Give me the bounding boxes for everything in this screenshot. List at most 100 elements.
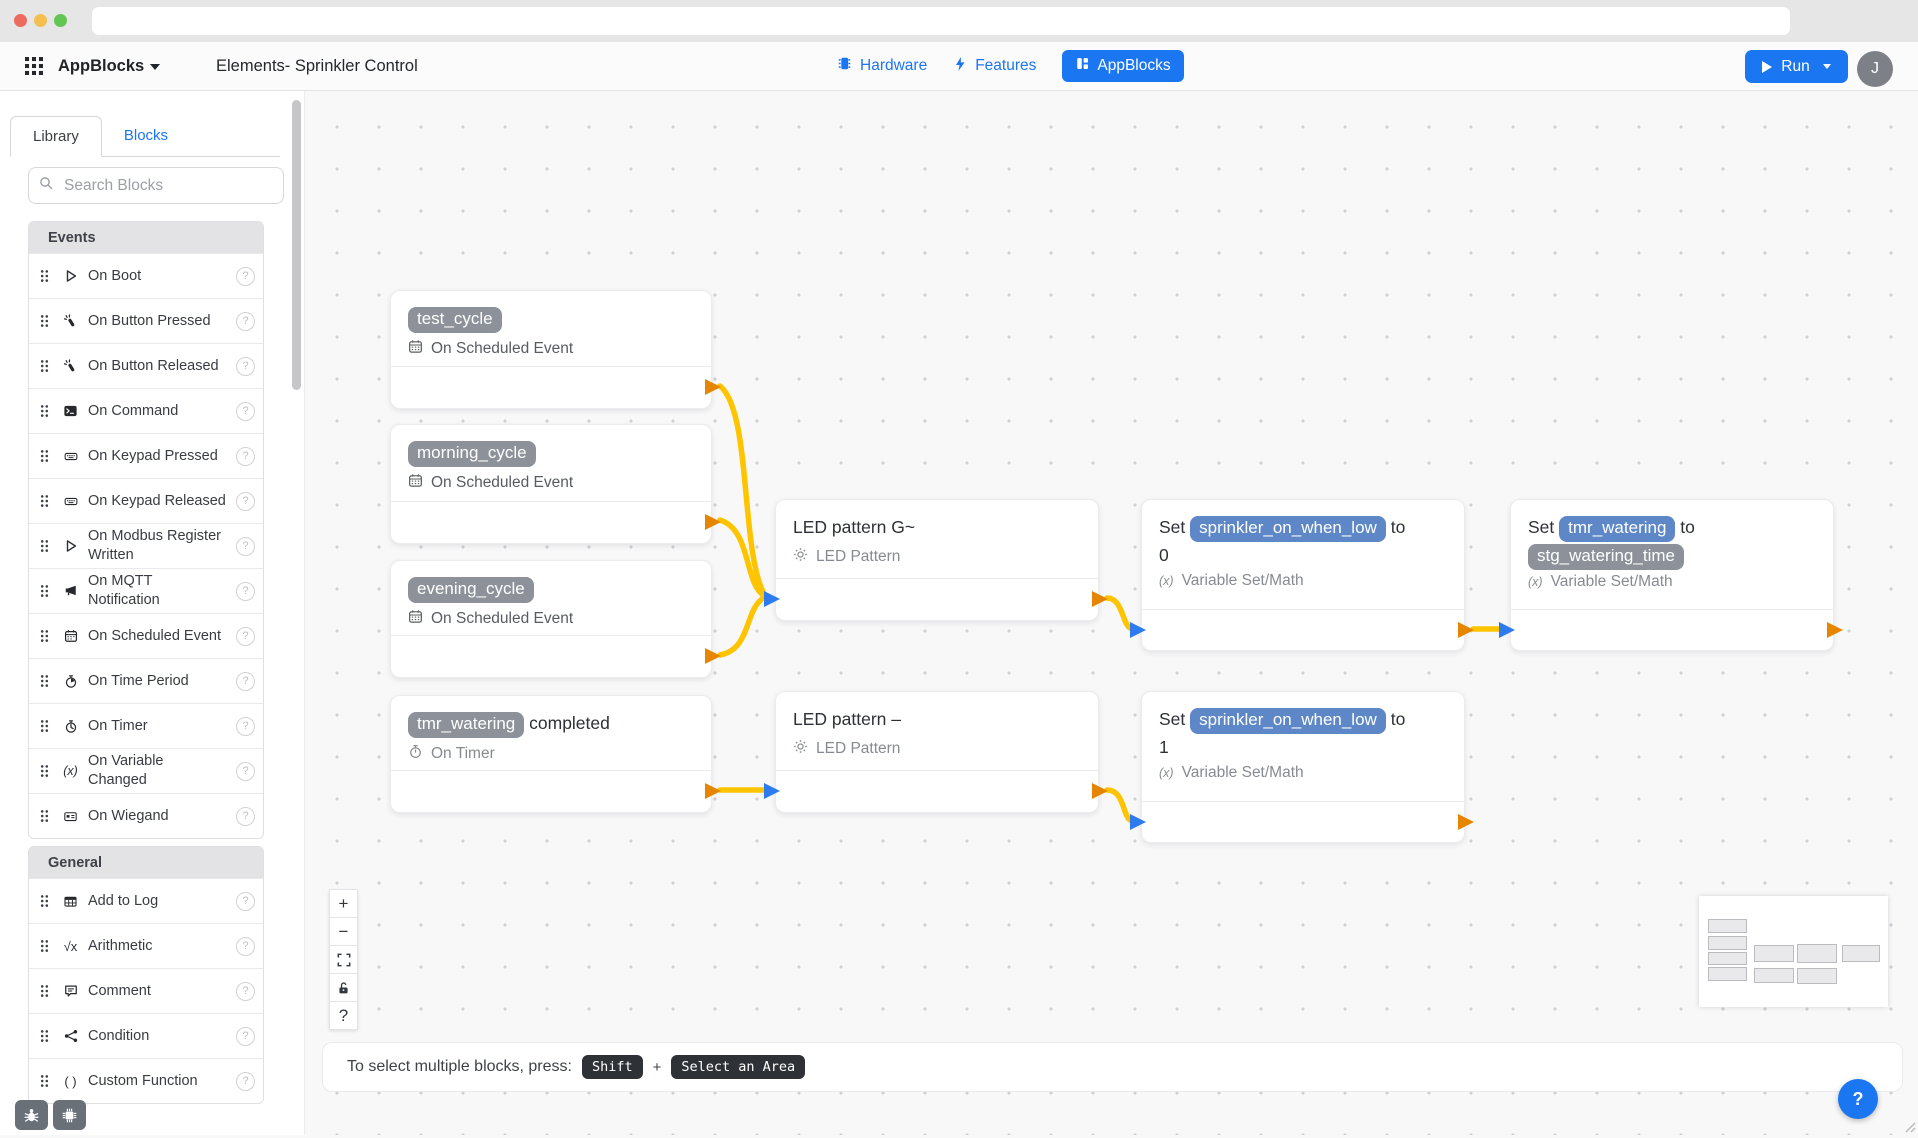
library-block-item[interactable]: On MQTT Notification?	[29, 568, 263, 613]
input-port[interactable]	[1130, 622, 1146, 638]
library-block-item[interactable]: On Command?	[29, 388, 263, 433]
drag-handle-icon[interactable]	[39, 448, 51, 464]
library-block-item[interactable]: On Button Released?	[29, 343, 263, 388]
library-block-item[interactable]: Comment?	[29, 968, 263, 1013]
drag-handle-icon[interactable]	[39, 358, 51, 374]
drag-handle-icon[interactable]	[39, 268, 51, 284]
block-evening-cycle[interactable]: evening_cycle On Scheduled Event	[390, 560, 712, 678]
app-launcher-icon[interactable]	[22, 42, 46, 90]
help-circle-icon[interactable]: ?	[236, 582, 255, 601]
block-set-tmr-watering[interactable]: Set tmr_watering to stg_watering_time (x…	[1510, 499, 1834, 651]
block-test-cycle[interactable]: test_cycle On Scheduled Event	[390, 290, 712, 409]
nav-appblocks[interactable]: AppBlocks	[1062, 50, 1183, 82]
drag-handle-icon[interactable]	[39, 1073, 51, 1089]
help-circle-icon[interactable]: ?	[236, 807, 255, 826]
help-circle-icon[interactable]: ?	[236, 357, 255, 376]
output-port[interactable]	[1458, 622, 1474, 638]
help-circle-icon[interactable]: ?	[236, 267, 255, 286]
input-port[interactable]	[1499, 622, 1515, 638]
help-circle-icon[interactable]: ?	[236, 537, 255, 556]
drag-handle-icon[interactable]	[39, 893, 51, 909]
help-circle-icon[interactable]: ?	[236, 892, 255, 911]
output-port[interactable]	[705, 379, 721, 395]
help-circle-icon[interactable]: ?	[236, 717, 255, 736]
help-circle-icon[interactable]: ?	[236, 1027, 255, 1046]
nav-hardware[interactable]: Hardware	[836, 55, 927, 77]
library-block-item[interactable]: On Modbus Register Written?	[29, 523, 263, 568]
library-block-item[interactable]: On Timer?	[29, 703, 263, 748]
drag-handle-icon[interactable]	[39, 628, 51, 644]
address-bar[interactable]	[92, 7, 1790, 35]
drag-handle-icon[interactable]	[39, 808, 51, 824]
help-circle-icon[interactable]: ?	[236, 402, 255, 421]
drag-handle-icon[interactable]	[39, 763, 51, 779]
resize-grip[interactable]	[1902, 1119, 1916, 1133]
fit-view-button[interactable]	[329, 945, 358, 974]
block-led-pattern-g[interactable]: LED pattern G~ LED Pattern	[775, 499, 1099, 621]
canvas-help-button[interactable]: ?	[329, 1001, 358, 1030]
help-circle-icon[interactable]: ?	[236, 937, 255, 956]
drag-handle-icon[interactable]	[39, 1028, 51, 1044]
library-block-item[interactable]: ( )Custom Function?	[29, 1058, 263, 1103]
output-port[interactable]	[1092, 591, 1108, 607]
block-set-sprinkler-low-1[interactable]: Set sprinkler_on_when_low to 1 (x)Variab…	[1141, 691, 1465, 843]
library-block-item[interactable]: On Keypad Pressed?	[29, 433, 263, 478]
input-port[interactable]	[1130, 814, 1146, 830]
output-port[interactable]	[705, 648, 721, 664]
close-window-button[interactable]	[14, 14, 27, 27]
drag-handle-icon[interactable]	[39, 673, 51, 689]
library-block-item[interactable]: On Keypad Released?	[29, 478, 263, 523]
help-circle-icon[interactable]: ?	[236, 762, 255, 781]
drag-handle-icon[interactable]	[39, 493, 51, 509]
help-circle-icon[interactable]: ?	[236, 447, 255, 466]
drag-handle-icon[interactable]	[39, 583, 51, 599]
drag-handle-icon[interactable]	[39, 313, 51, 329]
input-port[interactable]	[764, 783, 780, 799]
drag-handle-icon[interactable]	[39, 718, 51, 734]
help-circle-icon[interactable]: ?	[236, 312, 255, 331]
nav-features[interactable]: Features	[953, 56, 1036, 77]
drag-handle-icon[interactable]	[39, 938, 51, 954]
library-block-item[interactable]: (x)On Variable Changed?	[29, 748, 263, 793]
output-port[interactable]	[705, 514, 721, 530]
help-circle-icon[interactable]: ?	[236, 627, 255, 646]
zoom-out-button[interactable]: −	[329, 917, 358, 946]
output-port[interactable]	[1827, 622, 1843, 638]
help-fab-button[interactable]: ?	[1838, 1079, 1878, 1119]
library-block-item[interactable]: √xArithmetic?	[29, 923, 263, 968]
maximize-window-button[interactable]	[54, 14, 67, 27]
library-block-item[interactable]: On Time Period?	[29, 658, 263, 703]
library-block-item[interactable]: Condition?	[29, 1013, 263, 1058]
input-port[interactable]	[764, 591, 780, 607]
help-circle-icon[interactable]: ?	[236, 672, 255, 691]
output-port[interactable]	[1458, 814, 1474, 830]
help-circle-icon[interactable]: ?	[236, 492, 255, 511]
minimize-window-button[interactable]	[34, 14, 47, 27]
sidebar-scrollbar[interactable]	[292, 100, 301, 390]
lock-toggle-button[interactable]	[329, 973, 358, 1002]
user-avatar[interactable]: J	[1857, 51, 1893, 87]
library-block-item[interactable]: Add to Log?	[29, 878, 263, 923]
search-input[interactable]	[62, 176, 273, 196]
tab-library[interactable]: Library	[10, 116, 102, 157]
zoom-in-button[interactable]: +	[329, 889, 358, 918]
run-options-caret-icon[interactable]	[1823, 64, 1831, 69]
block-led-pattern-dash[interactable]: LED pattern – LED Pattern	[775, 691, 1099, 813]
run-button[interactable]: Run	[1745, 50, 1848, 83]
app-menu-dropdown[interactable]: AppBlocks	[58, 42, 160, 90]
help-circle-icon[interactable]: ?	[236, 1072, 255, 1091]
library-block-item[interactable]: On Button Pressed?	[29, 298, 263, 343]
library-block-item[interactable]: On Boot?	[29, 253, 263, 298]
block-tmr-watering-completed[interactable]: tmr_watering completed On Timer	[390, 695, 712, 813]
library-block-item[interactable]: On Scheduled Event?	[29, 613, 263, 658]
tab-blocks[interactable]: Blocks	[102, 116, 190, 155]
library-block-item[interactable]: On Wiegand?	[29, 793, 263, 838]
drag-handle-icon[interactable]	[39, 403, 51, 419]
block-morning-cycle[interactable]: morning_cycle On Scheduled Event	[390, 424, 712, 544]
drag-handle-icon[interactable]	[39, 538, 51, 554]
debug-button[interactable]	[15, 1100, 48, 1130]
minimap[interactable]	[1699, 896, 1888, 1007]
device-button[interactable]	[53, 1100, 86, 1130]
help-circle-icon[interactable]: ?	[236, 982, 255, 1001]
output-port[interactable]	[705, 783, 721, 799]
